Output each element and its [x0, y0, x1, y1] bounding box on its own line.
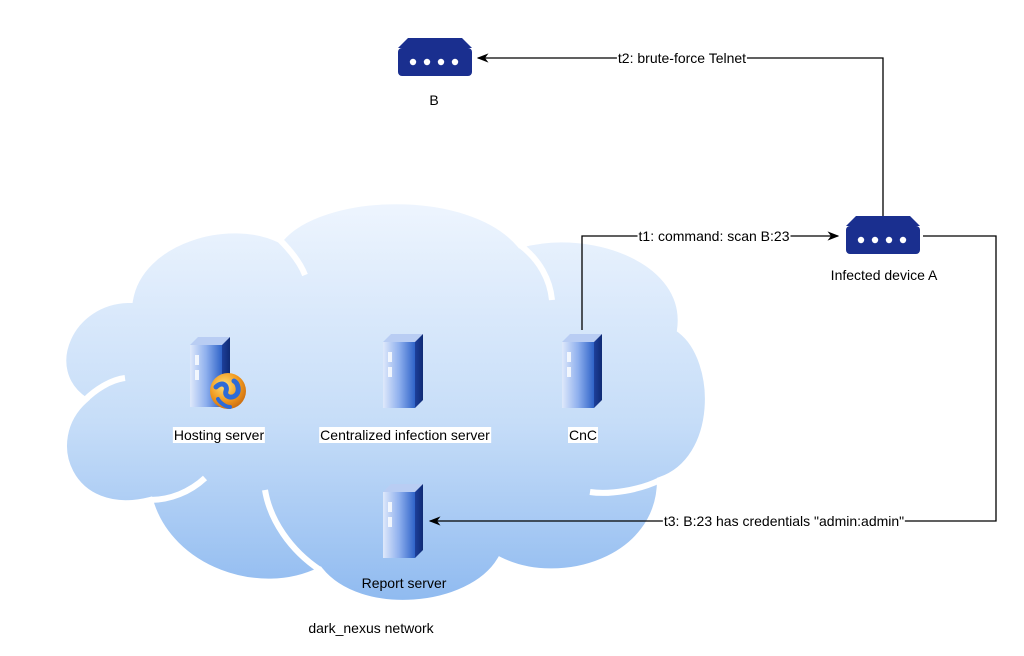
server-icon-hosting [190, 337, 246, 409]
node-label-device-a: Infected device A [830, 267, 938, 283]
node-label-hosting-server: Hosting server [172, 427, 266, 443]
server-icon-cnc [562, 334, 602, 408]
edge-label-t1: t1: command: scan B:23 [637, 228, 791, 244]
network-label: dark_nexus network [308, 620, 434, 636]
router-icon-a [846, 216, 920, 254]
server-icon-central [383, 334, 423, 408]
edge-label-t2: t2: brute-force Telnet [616, 50, 748, 66]
node-label-report-server: Report server [361, 575, 447, 591]
edge-t2 [476, 53, 884, 220]
edge-label-t3: t3: B:23 has credentials "admin:admin" [662, 513, 906, 529]
server-icon-report [383, 484, 423, 558]
node-label-b: B [429, 92, 439, 108]
globe-icon [210, 373, 246, 409]
node-label-central-infection-server: Centralized infection server [319, 427, 491, 443]
router-icon-b [398, 38, 472, 76]
node-label-cnc: CnC [567, 427, 599, 443]
